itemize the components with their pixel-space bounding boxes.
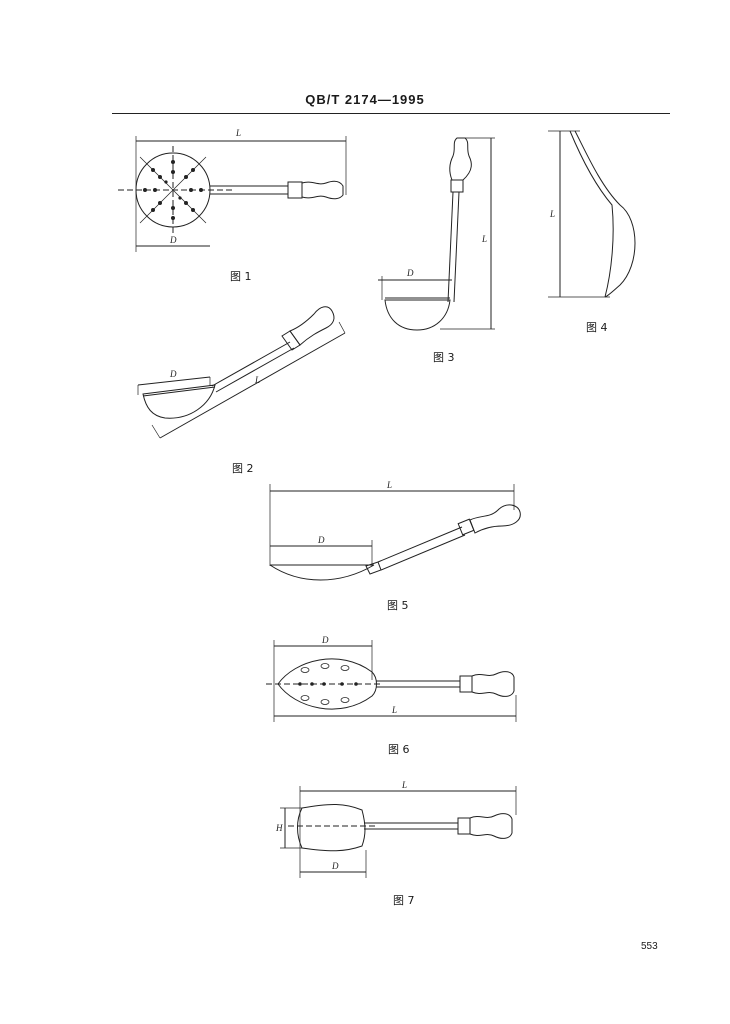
figure-6-diameter-label: D [321,635,329,645]
figure-6-drawing: D L [266,635,517,722]
figure-2-caption: 图 2 [232,462,254,475]
header-rule [112,113,670,114]
figure-1-diameter-label: D [169,235,177,245]
figure-7-caption: 图 7 [393,894,415,907]
figure-7-diameter-label: D [331,861,339,871]
figure-5-drawing: L D [269,480,521,581]
figure-5-caption: 图 5 [387,599,409,612]
figure-3-drawing: D L [378,137,495,331]
figure-6-caption: 图 6 [388,743,410,756]
figure-4-drawing: L [548,130,636,298]
figure-4-caption: 图 4 [586,321,608,334]
figure-4-length-label: L [549,209,555,219]
figure-2-drawing: D L [137,306,346,439]
figure-1-length-label: L [235,128,241,138]
figure-7-length-label: L [401,780,407,790]
figure-7-height-label: H [275,823,283,833]
figure-1-drawing: L D [118,128,347,252]
figure-3-caption: 图 3 [433,351,455,364]
figure-2-diameter-label: D [169,369,177,379]
standard-code-header: QB/T 2174—1995 [305,92,425,107]
figure-5-length-label: L [386,480,392,490]
page-number: 553 [641,941,658,952]
figure-7-drawing: L H D [275,780,517,878]
figure-3-length-label: L [481,234,487,244]
figure-6-length-label: L [391,705,397,715]
figure-2-length-label: L [254,375,260,385]
figure-5-diameter-label: D [317,535,325,545]
figure-3-diameter-label: D [406,268,414,278]
figure-1-caption: 图 1 [230,270,252,283]
